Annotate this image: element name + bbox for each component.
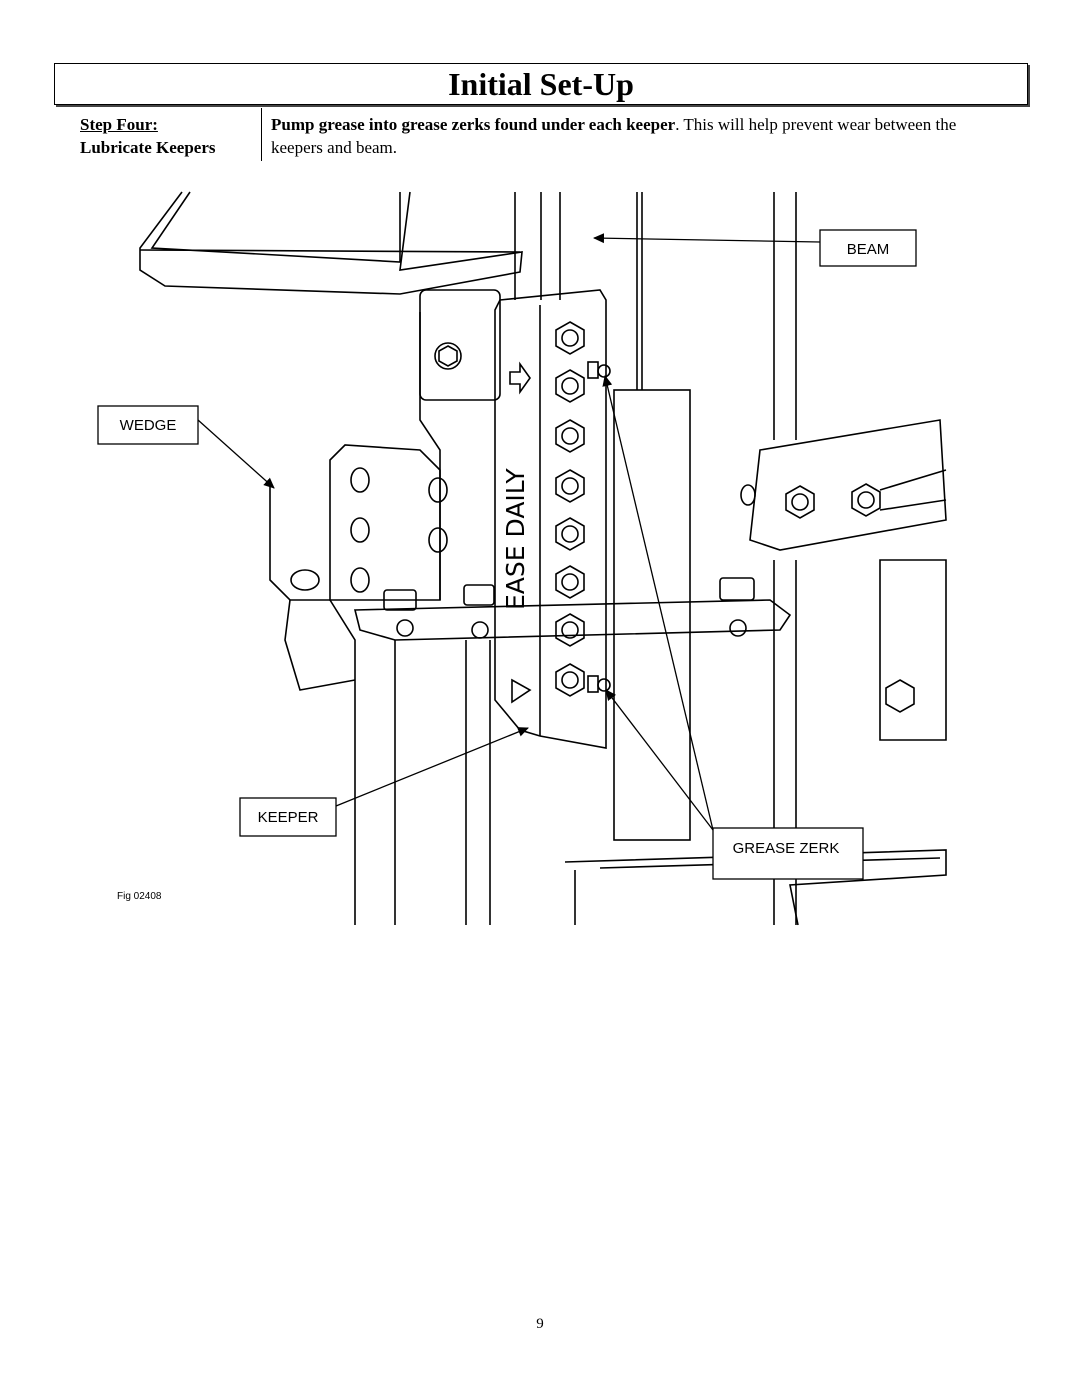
step-subtitle: Lubricate Keepers bbox=[80, 138, 216, 157]
title-box: Initial Set-Up bbox=[54, 63, 1028, 105]
instruction-bold: Pump grease into grease zerks found unde… bbox=[271, 115, 676, 134]
step-heading: Step Four: Lubricate Keepers bbox=[80, 113, 216, 159]
step-name: Step Four: bbox=[80, 115, 158, 134]
keeper-lubrication-figure: EASE DAILY BEAM WEDGE KEEPER GREASE ZERK bbox=[97, 191, 947, 926]
machine-drawing bbox=[139, 191, 947, 926]
figure-number: Fig 02408 bbox=[117, 891, 162, 902]
column-divider bbox=[261, 108, 262, 161]
callout-wedge: WEDGE bbox=[97, 405, 275, 489]
keeper-nuts bbox=[555, 321, 585, 697]
callout-wedge-label: WEDGE bbox=[120, 417, 177, 434]
page-title: Initial Set-Up bbox=[448, 66, 634, 102]
instruction-rest: . This will help prevent wear between th… bbox=[271, 115, 957, 157]
callout-grease-zerk-label: GREASE ZERK bbox=[733, 840, 840, 857]
callout-grease-zerk: GREASE ZERK bbox=[602, 375, 864, 880]
callout-beam: BEAM bbox=[593, 229, 917, 267]
decal-text: EASE DAILY bbox=[501, 468, 530, 610]
callout-keeper-label: KEEPER bbox=[258, 809, 319, 826]
page-number: 9 bbox=[536, 1316, 544, 1332]
step-instruction: Pump grease into grease zerks found unde… bbox=[271, 113, 971, 159]
callout-beam-label: BEAM bbox=[847, 241, 890, 258]
callout-keeper: KEEPER bbox=[239, 727, 529, 837]
